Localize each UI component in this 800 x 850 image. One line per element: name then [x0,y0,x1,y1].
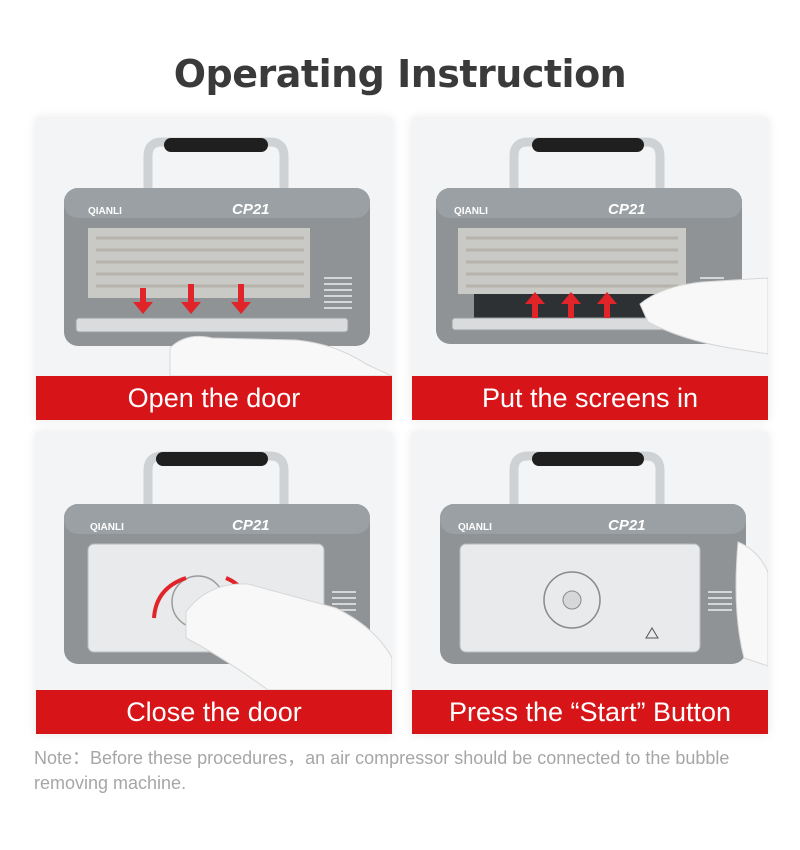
model-label: CP21 [232,517,270,534]
brand-logo: QIANLI [90,522,124,533]
step-photo-press-start: QIANLI CP21 [412,432,768,734]
step-card-open-door: QIANLI CP21 Open the door [36,118,392,420]
step-caption: Close the door [36,690,392,734]
step-photo-put-screens: QIANLI CP21 [412,118,768,420]
step-caption: Press the “Start” Button [412,690,768,734]
model-label: CP21 [232,201,270,218]
brand-logo: QIANLI [454,206,488,217]
step-caption: Open the door [36,376,392,420]
brand-logo: QIANLI [88,206,122,217]
page-title: Operating Instruction [173,52,627,96]
step-caption: Put the screens in [412,376,768,420]
step-photo-close-door: QIANLI CP21 [36,432,392,734]
model-label: CP21 [608,517,646,534]
step-card-close-door: QIANLI CP21 Close the door [36,432,392,734]
step-photo-open-door: QIANLI CP21 [36,118,392,420]
model-label: CP21 [608,201,646,218]
brand-logo: QIANLI [458,522,492,533]
note-text: Note：Before these procedures，an air comp… [34,748,730,793]
step-card-put-screens: QIANLI CP21 Put the screens in [412,118,768,420]
step-card-press-start: QIANLI CP21 Press the “Start” Button [412,432,768,734]
